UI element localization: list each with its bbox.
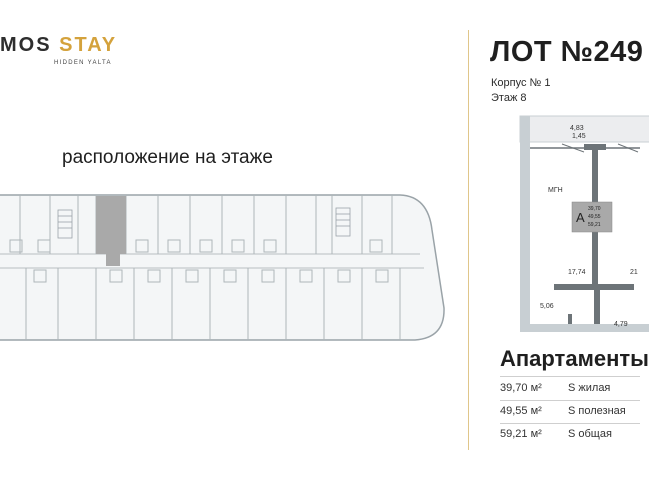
upper-unit-walls [19,195,393,254]
unit-plan: A 39,70 49,55 59,21 МГН 4,83 1,45 17,74 … [519,115,649,332]
area-row-total: 59,21 м² S общая [500,428,640,443]
separator-line [500,423,640,424]
floor-label: Этаж 8 [491,92,527,104]
highlighted-unit-entry [106,248,120,266]
bathroom-wall-side [594,284,600,324]
room-label-mgn: МГН [548,187,563,194]
lower-unit-walls [25,268,401,340]
separator-line [500,400,640,401]
unit-value-1: 39,70 [588,206,601,212]
dim-balcony-depth: 1,45 [572,133,586,140]
floor-plan [0,194,445,341]
area-row-living: 39,70 м² S жилая [500,382,640,397]
column-cap [584,144,606,150]
area-list: 39,70 м² S жилая 49,55 м² S полезная 59,… [500,382,640,451]
area-value: 39,70 м² [500,382,542,394]
dim-balcony-width: 4,83 [570,125,584,132]
lot-title: ЛОТ №249 [490,36,644,68]
separator-line [500,376,640,377]
highlighted-unit [96,196,126,254]
brand-logo: MOS STAY [0,34,117,57]
bathroom-blocks [9,239,389,283]
area-label: S общая [568,428,612,440]
area-label: S жилая [568,382,611,394]
dim-bathroom: 4,79 [614,321,628,328]
logo-tagline: HIDDEN YALTA [54,60,112,66]
unit-badge [571,201,613,233]
dim-second-room: 21 [630,269,638,276]
area-label: S полезная [568,405,626,417]
dim-main-room: 17,74 [568,269,586,276]
dim-hall: 5,06 [540,303,554,310]
area-value: 59,21 м² [500,428,542,440]
floor-plan-title: расположение на этаже [62,147,273,168]
area-value: 49,55 м² [500,405,542,417]
stairwells [57,207,351,239]
column-divider [468,30,469,450]
unit-value-2: 49,55 [588,214,601,220]
logo-text-primary: MOS [0,34,52,56]
unit-letter: A [576,210,585,225]
bottom-wall [520,324,649,332]
building-label: Корпус № 1 [491,77,551,89]
apartment-type-title: Апартаменты [500,346,649,371]
unit-value-3: 59,21 [588,222,601,228]
left-wall [520,116,530,332]
balcony-door [561,143,585,153]
window-swing [617,143,639,153]
door-jamb [568,314,572,324]
area-row-useful: 49,55 м² S полезная [500,405,640,420]
logo-text-accent: STAY [59,34,118,56]
